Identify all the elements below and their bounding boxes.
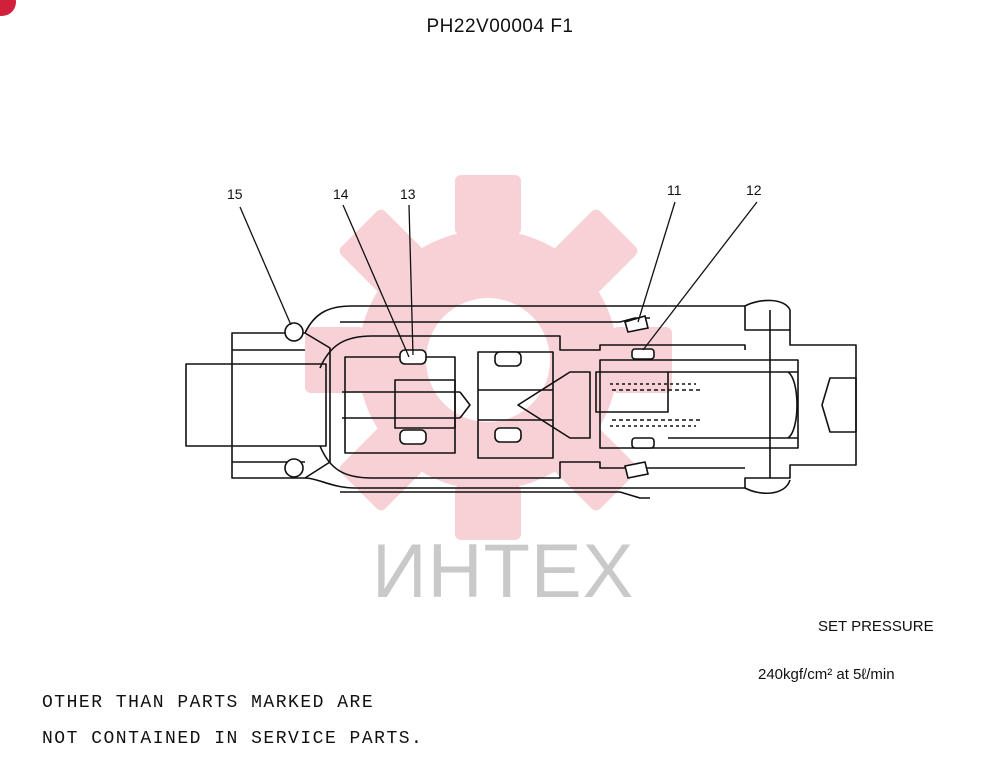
callout-14: 14	[333, 186, 349, 202]
set-pressure-value: 240kgf/cm² at 5ℓ/min	[758, 666, 895, 683]
callout-13: 13	[400, 186, 416, 202]
o-ring-15-bottom	[284, 458, 304, 478]
drawing-title: PH22V00004 F1	[426, 16, 574, 37]
o-ring-15	[284, 322, 304, 342]
note-line-1: OTHER THAN PARTS MARKED ARE	[42, 693, 375, 713]
note-line-2: NOT CONTAINED IN SERVICE PARTS.	[42, 729, 424, 749]
set-pressure-heading: SET PRESSURE	[818, 618, 934, 635]
leader-lines	[239, 201, 758, 358]
leader-12	[642, 201, 758, 351]
leader-13	[408, 204, 414, 356]
callout-11: 11	[667, 182, 682, 198]
leader-15	[239, 206, 292, 326]
inlet-stem	[185, 363, 327, 447]
watermark-text: ИНТЕХ	[372, 529, 635, 614]
o-ring-12	[631, 348, 655, 360]
callout-12: 12	[746, 182, 762, 198]
seals	[284, 314, 655, 479]
leader-11	[637, 201, 676, 323]
callout-15: 15	[227, 186, 243, 202]
backup-ring-11	[624, 314, 649, 333]
leader-14	[342, 204, 410, 358]
